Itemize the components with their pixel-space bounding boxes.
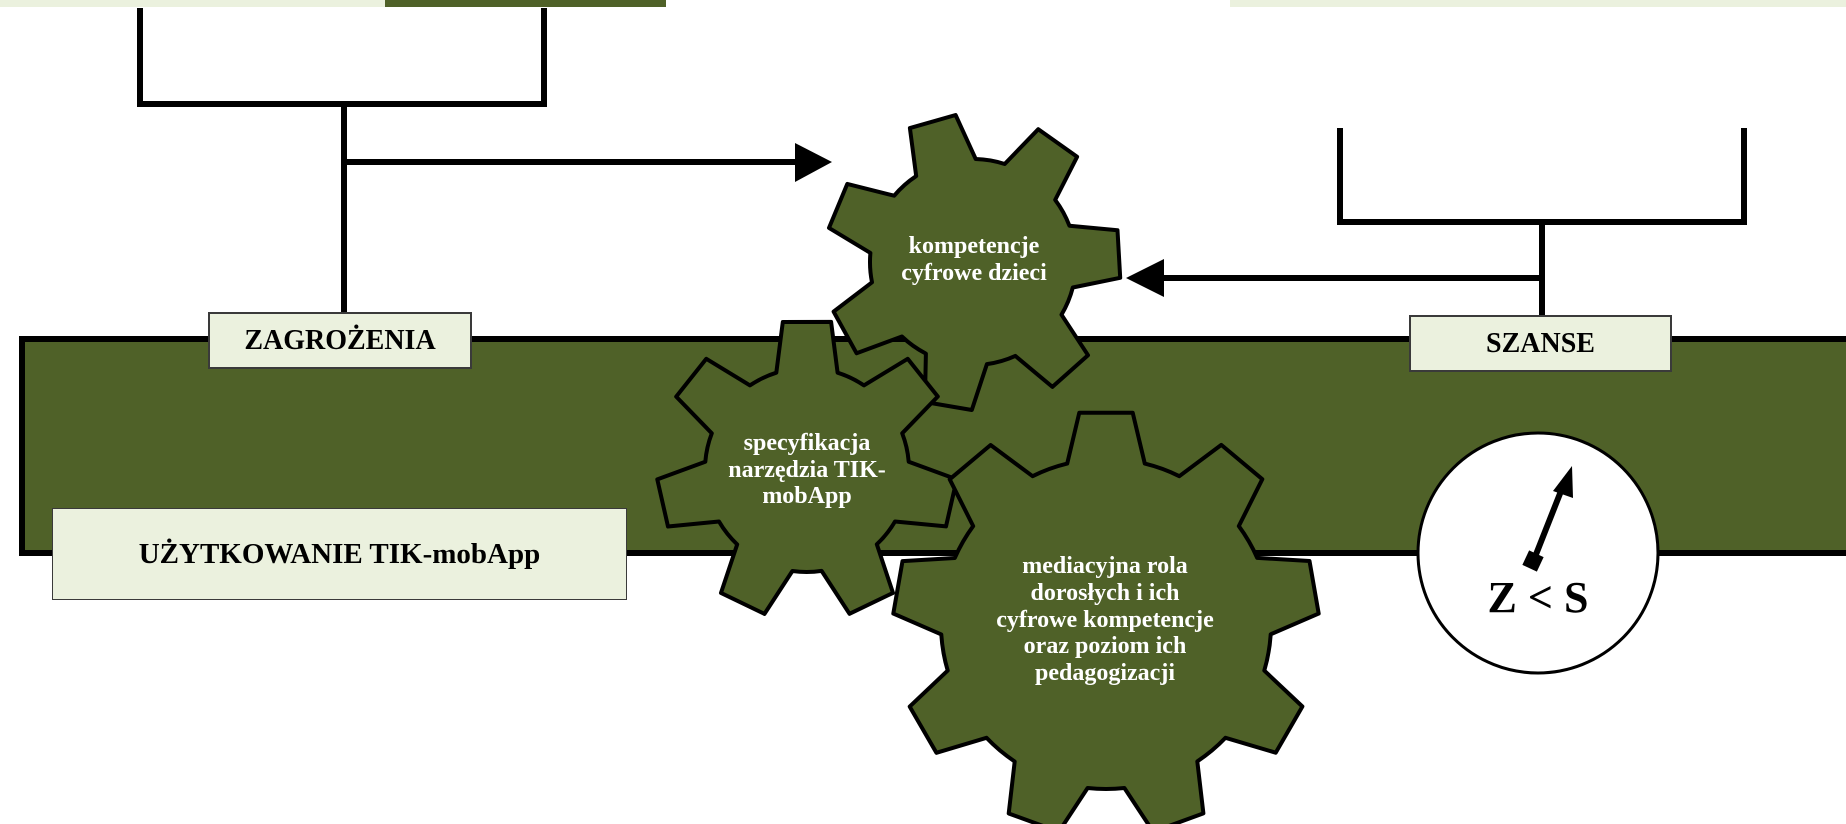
arrow-to-competence-head [795, 143, 832, 182]
gear-mediation [891, 410, 1321, 824]
top-strip-dark [385, 0, 666, 7]
top-strip-light-right [1230, 0, 1846, 7]
gear-competence [827, 113, 1123, 412]
gauge-needle [1530, 484, 1566, 564]
threats-bracket [137, 8, 800, 313]
gauge-ratio-text: Z < S [1487, 573, 1589, 622]
gauge-needle-base [1522, 550, 1544, 572]
threats-label: ZAGROŻENIA [208, 312, 472, 369]
opportunities-bracket [1160, 128, 1747, 318]
usage-label: UŻYTKOWANIE TIK-mobApp [52, 508, 627, 600]
gauge-needle-head [1553, 466, 1573, 498]
gear-mediation-label: mediacyjna rola dorosłych i ich cyfrowe … [996, 552, 1214, 687]
top-strip-light-left [0, 0, 385, 7]
arrow-from-opportunities-head [1126, 259, 1164, 297]
gear-competence-label: kompetencje cyfrowe dzieci [901, 233, 1047, 286]
opportunities-label: SZANSE [1409, 315, 1672, 372]
gear-specification-label: specyfikacja narzędzia TIK- mobApp [728, 429, 886, 510]
gear-specification [655, 319, 959, 616]
